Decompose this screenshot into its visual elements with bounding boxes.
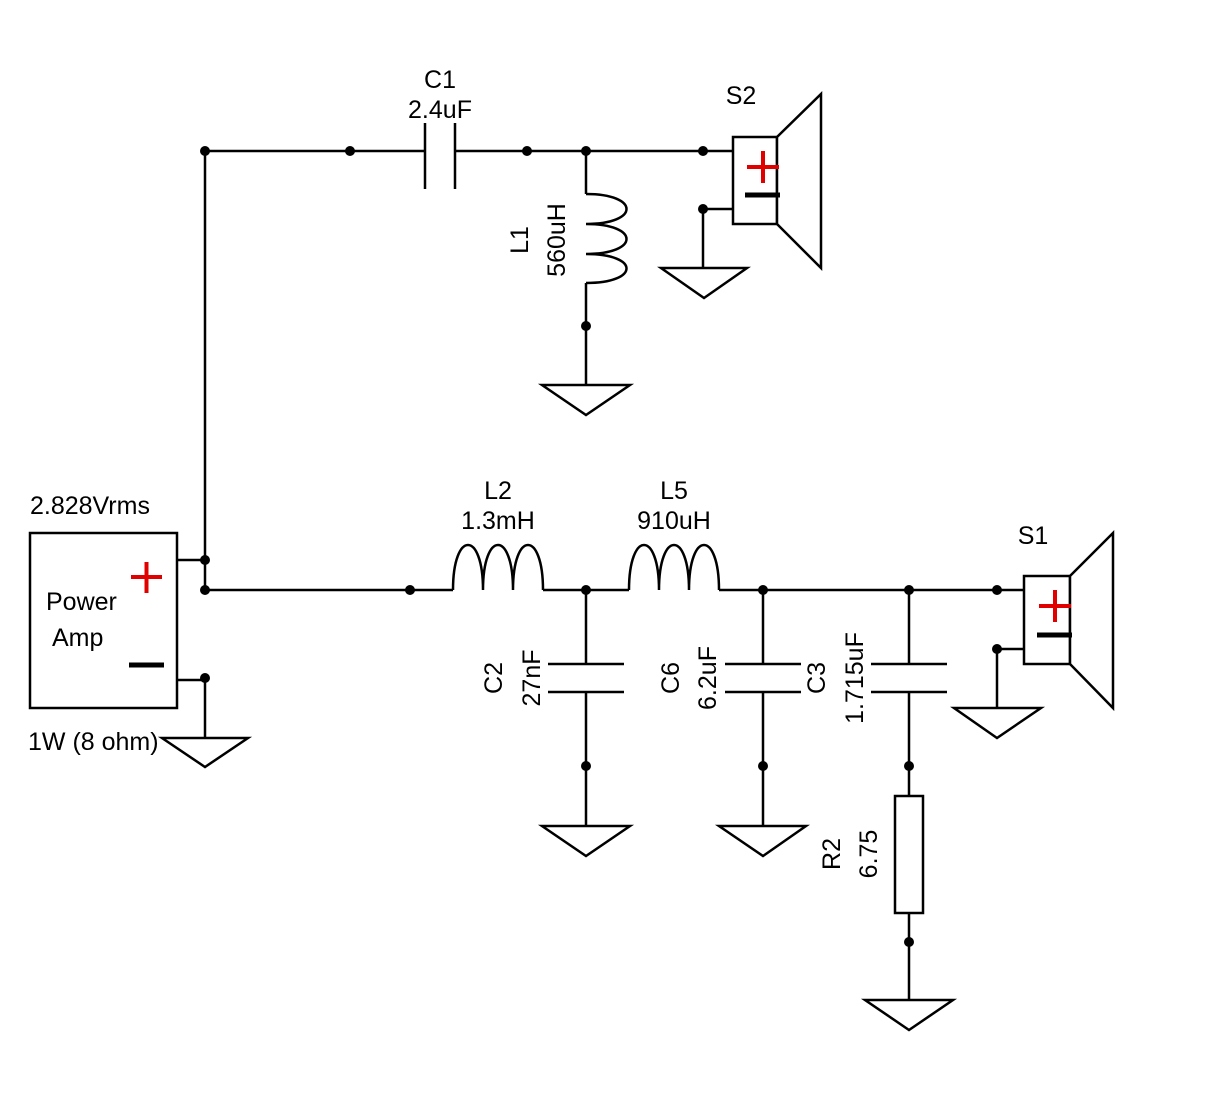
s2-positive-icon (747, 151, 779, 183)
ground-amp-icon (157, 736, 253, 769)
ground-c6-icon (714, 824, 810, 858)
amp-name-line2: Amp (52, 624, 103, 652)
capacitor-c2: C2 27nF (480, 650, 624, 707)
amp-voltage-label: 2.828Vrms (30, 492, 150, 520)
inductor-l1: L1 560uH (506, 192, 628, 285)
c2-ref: C2 (480, 662, 508, 694)
junction-dots (200, 146, 1002, 947)
capacitor-c1: C1 2.4uF (408, 66, 472, 189)
capacitor-c3: C3 1.715uF (803, 632, 947, 724)
l2-ref: L2 (484, 477, 512, 505)
r2-body (893, 794, 925, 915)
amp-name-line1: Power (46, 588, 117, 616)
resistor-r2: R2 6.75 (818, 794, 925, 915)
c3-value: 1.715uF (841, 632, 869, 724)
amp-positive-icon (131, 562, 162, 593)
l1-value: 560uH (543, 203, 571, 277)
s1-magnet-box (1022, 574, 1072, 666)
speaker-s2: S2 (726, 82, 823, 272)
s2-cone (775, 91, 823, 272)
ground-s2-icon (657, 266, 751, 300)
c3-ref: C3 (803, 662, 831, 694)
c6-value: 6.2uF (694, 646, 722, 710)
r2-value: 6.75 (855, 830, 883, 879)
s1-cone (1068, 529, 1115, 712)
l5-value: 910uH (637, 507, 711, 535)
c1-value: 2.4uF (408, 96, 472, 124)
r2-ref: R2 (818, 838, 846, 870)
c6-ref: C6 (657, 662, 685, 694)
amp-power-label: 1W (8 ohm) (28, 728, 159, 756)
l5-ref: L5 (660, 477, 688, 505)
ground-c2-icon (537, 824, 635, 858)
c1-ref: C1 (424, 66, 456, 94)
l1-ref: L1 (506, 226, 534, 254)
s2-magnet-box (731, 135, 779, 226)
s1-ref: S1 (1018, 522, 1049, 550)
power-amp-box (28, 531, 179, 710)
speaker-s1: S1 (1018, 522, 1115, 712)
capacitor-c6: C6 6.2uF (657, 646, 801, 710)
s2-ref: S2 (726, 82, 757, 110)
inductor-l5: L5 910uH (627, 477, 721, 591)
l2-value: 1.3mH (461, 507, 535, 535)
ground-r2-icon (860, 998, 958, 1032)
ground-s1-icon (950, 706, 1046, 740)
s1-positive-icon (1039, 590, 1071, 622)
inductor-l2: L2 1.3mH (451, 477, 545, 591)
c2-value: 27nF (518, 650, 546, 707)
power-amp: 2.828Vrms Power Amp 1W (8 ohm) (28, 492, 179, 756)
ground-l1-icon (537, 383, 635, 417)
